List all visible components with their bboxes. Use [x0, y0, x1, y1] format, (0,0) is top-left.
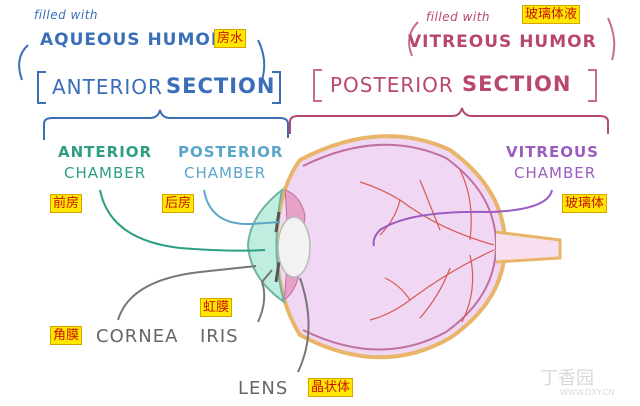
cornea-pointer	[117, 265, 257, 321]
posterior-chamber-label: POSTERIOR	[178, 143, 284, 161]
posterior-curly-brace	[289, 107, 609, 134]
anterior-chamber-label-2: CHAMBER	[64, 164, 147, 182]
posterior-chamber-cn: 后房	[162, 194, 195, 213]
posterior-section-word: POSTERIOR	[330, 73, 454, 97]
cornea-cn: 角膜	[50, 326, 83, 345]
watermark-brand: 丁香园	[540, 368, 594, 389]
anterior-chamber-label: ANTERIOR	[58, 143, 153, 161]
posterior-section-left-bracket	[313, 69, 322, 102]
watermark-url: WWW.DXY.CN	[560, 388, 615, 397]
vitreous-humor-cn: 玻璃体液	[522, 5, 581, 24]
posterior-chamber-label-2: CHAMBER	[184, 164, 267, 182]
cornea-label: CORNEA	[96, 326, 179, 347]
posterior-section-right-bracket	[588, 69, 597, 102]
lens-label: LENS	[238, 378, 289, 399]
anterior-curly-brace	[43, 109, 289, 140]
anterior-chamber-cn: 前房	[50, 194, 83, 213]
iris-pointer	[257, 269, 273, 323]
vitreous-chamber-cn: 玻璃体	[562, 194, 608, 213]
iris-label: IRIS	[200, 326, 239, 347]
lens-cn: 晶状体	[308, 378, 354, 397]
aqueous-humor-label: AQUEOUS HUMOR	[40, 30, 225, 50]
optic-nerve	[495, 230, 562, 264]
aqueous-bracket-arc-right	[257, 39, 266, 81]
anterior-chamber-pointer	[99, 189, 266, 252]
vitreous-humor-label: VITREOUS HUMOR	[408, 32, 597, 52]
vitreous-bracket-arc-right	[607, 17, 616, 61]
aqueous-filled-with: filled with	[34, 8, 98, 22]
posterior-section-word-2: SECTION	[462, 72, 572, 96]
vitreous-chamber-label-2: CHAMBER	[514, 164, 597, 182]
anterior-section-word: ANTERIOR	[52, 75, 163, 99]
anterior-section-right-bracket	[272, 71, 281, 104]
vitreous-chamber-pointer	[372, 189, 553, 247]
lens-pointer	[297, 277, 310, 373]
posterior-chamber-pointer	[203, 189, 281, 226]
vitreous-bracket-arc-left	[408, 21, 419, 57]
aqueous-humor-cn: 房水	[214, 29, 247, 48]
aqueous-bracket-arc	[18, 44, 29, 81]
vitreous-chamber-label: VITREOUS	[506, 143, 599, 161]
iris-cn: 虹膜	[200, 298, 233, 317]
vitreous-filled-with: filled with	[426, 10, 490, 24]
retinal-vessels	[359, 169, 495, 323]
anterior-section-word-2: SECTION	[166, 74, 276, 98]
anterior-section-left-bracket	[37, 71, 46, 104]
lens	[277, 216, 311, 278]
